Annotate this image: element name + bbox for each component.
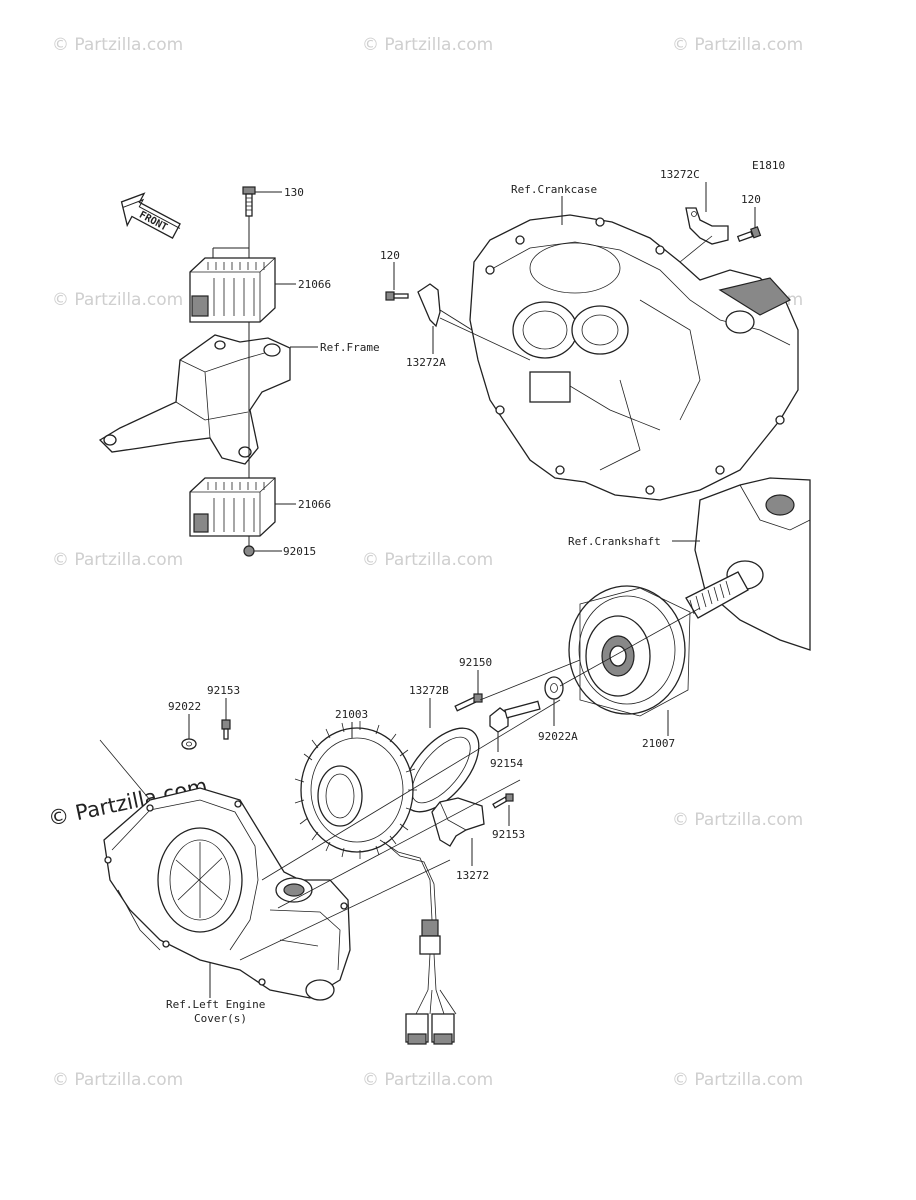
assembly-guide-lines — [99, 235, 713, 961]
bolt-92153-right-icon — [492, 793, 514, 809]
watermark: © Partzilla.com — [52, 35, 183, 55]
label-ref-left-cover-line1: Ref.Left Engine — [166, 998, 265, 1011]
watermark: © Partzilla.com — [52, 1070, 183, 1090]
bolt-120-left-icon — [385, 291, 409, 301]
rotor-21007 — [568, 585, 691, 717]
label-21066-bottom: 21066 — [298, 498, 331, 511]
label-13272: 13272 — [456, 869, 489, 882]
nut-92015-icon — [243, 545, 255, 557]
watermark: © Partzilla.com — [672, 810, 803, 830]
label-92153-right: 92153 — [492, 828, 525, 841]
label-92015: 92015 — [283, 545, 316, 558]
regulator-rectifier-bottom — [189, 477, 276, 537]
crankshaft — [685, 477, 811, 651]
label-92154: 92154 — [490, 757, 523, 770]
label-ref-crankshaft: Ref.Crankshaft — [568, 535, 661, 548]
bracket-13272A — [417, 283, 441, 328]
bracket-13272C — [685, 207, 729, 245]
washer-92022-icon — [181, 738, 197, 750]
label-130: 130 — [284, 186, 304, 199]
bolt-120-right-icon — [736, 226, 762, 243]
label-92153-top: 92153 — [207, 684, 240, 697]
stator-wire-harness — [379, 839, 457, 1045]
diagram-code: E1810 — [752, 159, 785, 172]
bolt-92154-icon — [489, 700, 541, 733]
watermark: © Partzilla.com — [362, 35, 493, 55]
watermark: © Partzilla.com — [672, 1070, 803, 1090]
label-13272C: 13272C — [660, 168, 700, 181]
label-21007: 21007 — [642, 737, 675, 750]
watermark: © Partzilla.com — [672, 35, 803, 55]
watermark: © Partzilla.com — [52, 290, 183, 310]
label-ref-frame: Ref.Frame — [320, 341, 380, 354]
label-120-right: 120 — [741, 193, 761, 206]
front-arrow-icon: FRONT — [120, 192, 181, 239]
label-21003: 21003 — [335, 708, 368, 721]
frame-bracket — [98, 334, 291, 465]
watermark: © Partzilla.com — [52, 550, 183, 570]
bolt-130-icon — [242, 186, 256, 217]
washer-92022A-icon — [544, 676, 564, 700]
label-21066-top: 21066 — [298, 278, 331, 291]
left-engine-cover — [103, 787, 351, 1001]
stator-21003 — [294, 721, 417, 859]
label-92022A: 92022A — [538, 730, 578, 743]
bolt-92150-icon — [454, 693, 483, 712]
bolt-92153-top-icon — [221, 719, 231, 740]
crankcase — [469, 214, 799, 501]
label-92022: 92022 — [168, 700, 201, 713]
label-92150: 92150 — [459, 656, 492, 669]
watermark: © Partzilla.com — [362, 1070, 493, 1090]
regulator-rectifier-top — [189, 257, 276, 323]
label-13272B: 13272B — [409, 684, 449, 697]
label-ref-left-cover-line2: Cover(s) — [194, 1012, 247, 1025]
wire-clamp-13272 — [431, 797, 485, 847]
label-13272A: 13272A — [406, 356, 446, 369]
label-120-left: 120 — [380, 249, 400, 262]
label-ref-crankcase: Ref.Crankcase — [511, 183, 597, 196]
watermark: © Partzilla.com — [362, 550, 493, 570]
